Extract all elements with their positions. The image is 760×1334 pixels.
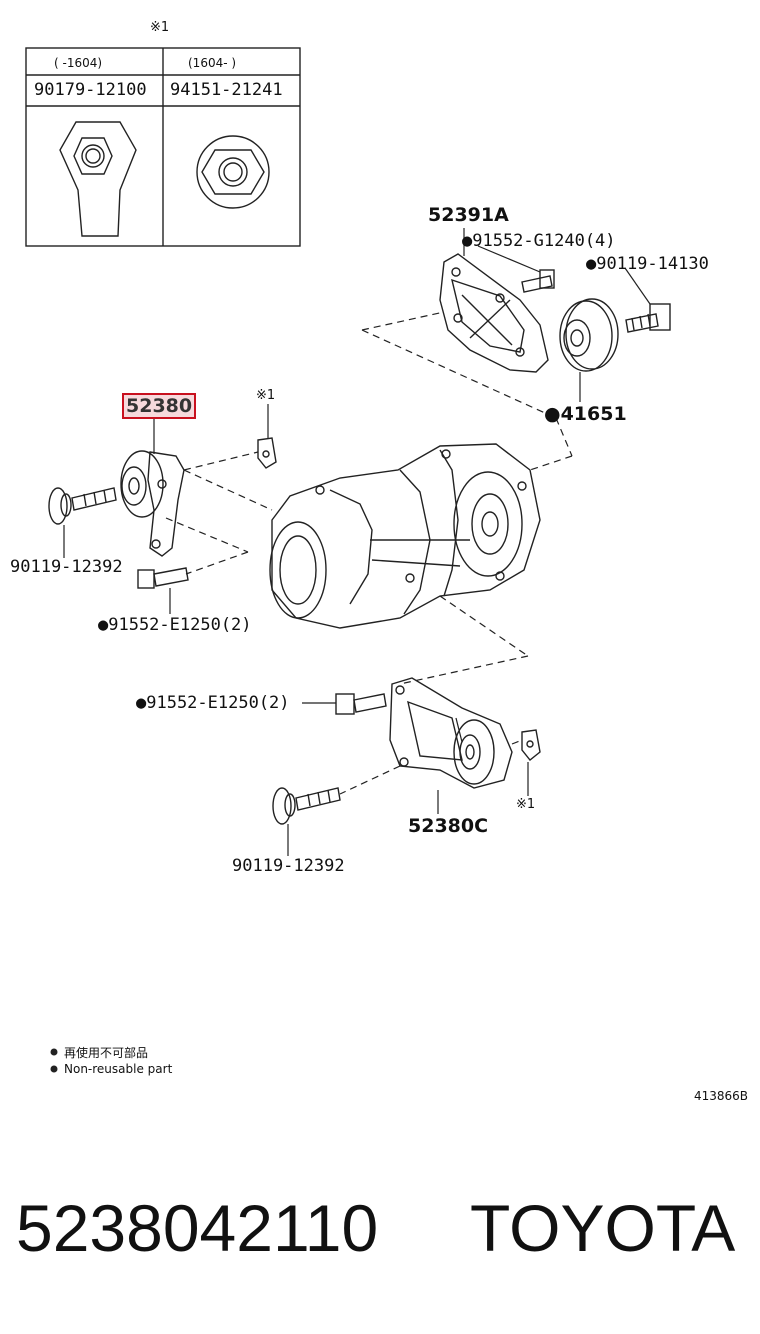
inset-col1-part[interactable]: 90179-12100 [34, 80, 147, 100]
label-90119-12392-lower[interactable]: 90119-12392 [232, 856, 345, 876]
inset-col2-range: (1604- ) [188, 56, 237, 70]
legend-cn: 再使用不可部品 [64, 1046, 149, 1060]
label-41651[interactable]: ●41651 [544, 403, 627, 425]
differential-art [269, 443, 541, 629]
label-91552-E1250-upper[interactable]: ●91552-E1250(2) [98, 615, 252, 635]
legend-en: Non-reusable part [64, 1062, 173, 1076]
label-marker-upper: ※1 [256, 388, 276, 403]
mount-52380-art [48, 437, 277, 589]
label-91552-E1250-lower[interactable]: ●91552-E1250(2) [136, 693, 290, 713]
inset-col1-range: ( -1604) [54, 56, 103, 70]
diagram-ref: 413866B [694, 1089, 749, 1103]
pulley-41651-art [559, 298, 619, 372]
dashed-lines [165, 311, 573, 795]
inset-table [25, 47, 301, 247]
label-90119-14130[interactable]: ●90119-14130 [586, 254, 709, 274]
bracket-52391A-art [439, 253, 671, 373]
footer-part-number: 5238042110 [16, 1191, 379, 1265]
inset-marker: ※1 [150, 20, 170, 35]
label-marker-lower: ※1 [516, 797, 536, 812]
label-91552-G1240[interactable]: ●91552-G1240(4) [462, 231, 616, 251]
label-52380C[interactable]: 52380C [408, 815, 489, 837]
label-52391A[interactable]: 52391A [428, 204, 509, 226]
footer-brand: TOYOTA [470, 1191, 736, 1265]
label-52380-highlighted[interactable]: 52380 [122, 393, 197, 419]
mount-52380C-art [272, 677, 541, 825]
leader-lines [63, 228, 651, 856]
label-90119-12392-upper[interactable]: 90119-12392 [10, 557, 123, 577]
inset-col2-part[interactable]: 94151-21241 [170, 80, 283, 100]
